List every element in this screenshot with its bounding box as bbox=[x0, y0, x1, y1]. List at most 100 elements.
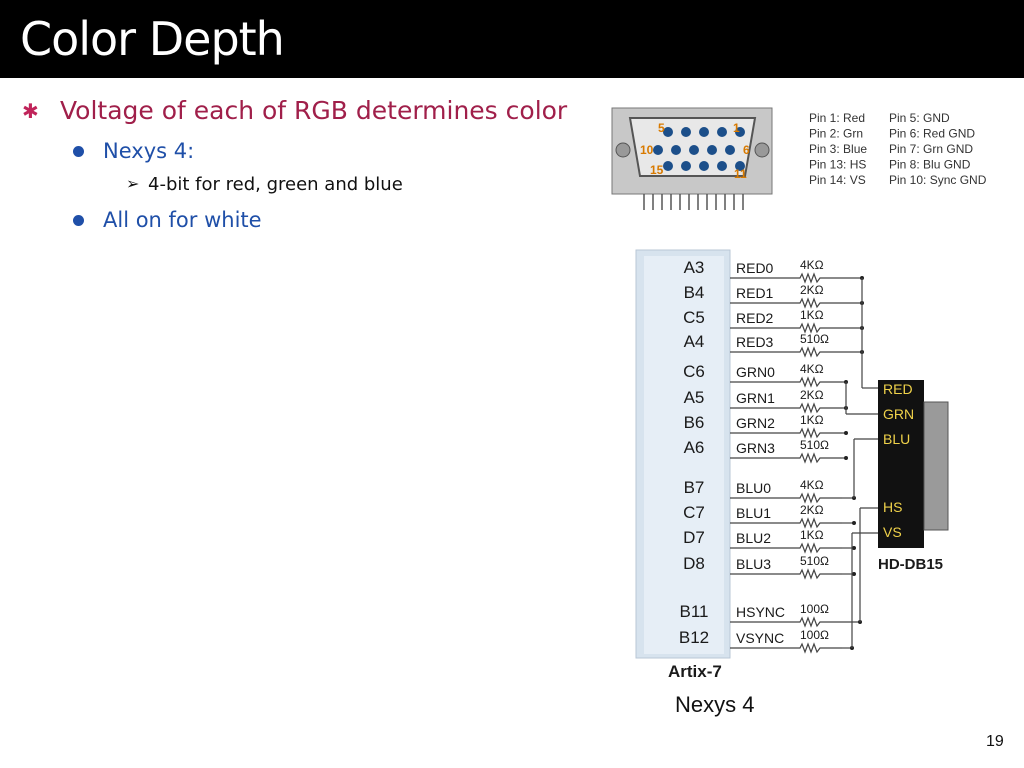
resistor-symbol bbox=[782, 542, 842, 554]
bullet-sub1-item: ➢ 4-bit for red, green and blue bbox=[126, 174, 466, 198]
fpga-pin-label: C7 bbox=[683, 503, 705, 522]
resistor-value: 510Ω bbox=[800, 554, 829, 568]
net-label: GRN3 bbox=[736, 440, 775, 456]
bullet-sub2-text: All on for white bbox=[103, 208, 262, 232]
net-label: GRN1 bbox=[736, 390, 775, 406]
figure-caption: Nexys 4 bbox=[675, 692, 755, 717]
net-label: HSYNC bbox=[736, 604, 785, 620]
db15-pin-label: BLU bbox=[883, 431, 910, 447]
title-bar bbox=[0, 0, 1024, 78]
bullet-sub1-text: Nexys 4: bbox=[103, 139, 195, 163]
pin-table-left-entry: Pin 13: HS bbox=[809, 158, 866, 172]
net-label: BLU3 bbox=[736, 556, 771, 572]
net-label: RED2 bbox=[736, 310, 774, 326]
pin-table-right-entry: Pin 7: Grn GND bbox=[889, 142, 973, 156]
resistor-symbol bbox=[782, 272, 842, 284]
pin-table-right-entry: Pin 6: Red GND bbox=[889, 127, 975, 141]
junction-dot bbox=[852, 521, 856, 525]
vga-pin bbox=[663, 161, 673, 171]
fpga-pin-label: D7 bbox=[683, 528, 705, 547]
fpga-pin-label: B6 bbox=[684, 413, 705, 432]
vga-pin bbox=[707, 145, 717, 155]
resistor-symbol bbox=[782, 642, 842, 654]
fpga-label: Artix-7 bbox=[668, 662, 722, 681]
junction-dot bbox=[852, 572, 856, 576]
resistor-symbol bbox=[782, 616, 842, 628]
slide-title: Color Depth bbox=[20, 12, 285, 66]
pin-table-left-entry: Pin 14: VS bbox=[809, 173, 866, 187]
resistor-value: 100Ω bbox=[800, 628, 829, 642]
bullet-sub1-item-text: 4-bit for red, green and blue bbox=[148, 174, 403, 195]
net-label: BLU1 bbox=[736, 505, 771, 521]
fpga-pin-label: D8 bbox=[683, 554, 705, 573]
db15-connector-block bbox=[878, 380, 924, 548]
resistor-value: 2KΩ bbox=[800, 388, 824, 402]
pin-grid bbox=[653, 127, 745, 171]
junction-dot bbox=[852, 546, 856, 550]
fpga-pin-label: C5 bbox=[683, 308, 705, 327]
vga-pin bbox=[717, 127, 727, 137]
net-label: GRN2 bbox=[736, 415, 775, 431]
net-label: GRN0 bbox=[736, 364, 775, 380]
connector-label: HD-DB15 bbox=[878, 556, 943, 573]
resistor-value: 510Ω bbox=[800, 332, 829, 346]
resistor-value: 4KΩ bbox=[800, 362, 824, 376]
junction-dot bbox=[844, 456, 848, 460]
resistor-symbol bbox=[782, 297, 842, 309]
fpga-pin-label: A3 bbox=[684, 258, 705, 277]
net-label: BLU0 bbox=[736, 480, 771, 496]
vga-pin bbox=[699, 127, 709, 137]
vga-pin bbox=[735, 127, 745, 137]
pin-table-left-entry: Pin 1: Red bbox=[809, 111, 865, 125]
resistor-symbol bbox=[782, 492, 842, 504]
resistor-symbol bbox=[782, 322, 842, 334]
asterisk-bullet-icon: ✱ bbox=[22, 99, 39, 123]
net-label: RED1 bbox=[736, 285, 774, 301]
resistor-value: 1KΩ bbox=[800, 413, 824, 427]
pin-number-10: 10 bbox=[640, 143, 654, 157]
fpga-pin-label: A4 bbox=[684, 332, 705, 351]
fpga-pin-label: B12 bbox=[679, 628, 709, 647]
pin-table-right-entry: Pin 10: Sync GND bbox=[889, 173, 987, 187]
vga-pin bbox=[653, 145, 663, 155]
resistor-symbol bbox=[782, 427, 842, 439]
resistor-value: 4KΩ bbox=[800, 478, 824, 492]
resistor-value: 510Ω bbox=[800, 438, 829, 452]
resistor-value: 1KΩ bbox=[800, 528, 824, 542]
db15-pin-label: RED bbox=[883, 381, 913, 397]
dot-bullet-icon bbox=[73, 215, 84, 226]
fpga-pin-label: C6 bbox=[683, 362, 705, 381]
pin-number-6: 6 bbox=[743, 143, 750, 157]
net-label: RED0 bbox=[736, 260, 774, 276]
fpga-pin-label: B4 bbox=[684, 283, 705, 302]
resistor-value: 100Ω bbox=[800, 602, 829, 616]
db15-pin-label: HS bbox=[883, 499, 902, 515]
resistor-value: 2KΩ bbox=[800, 283, 824, 297]
resistor-symbol bbox=[782, 452, 842, 464]
db15-pin-label: VS bbox=[883, 524, 902, 540]
vga-pin bbox=[663, 127, 673, 137]
pin-number-15: 15 bbox=[650, 163, 664, 177]
junction-dot bbox=[844, 431, 848, 435]
fpga-pin-label: B7 bbox=[684, 478, 705, 497]
net-label: RED3 bbox=[736, 334, 774, 350]
screw-right bbox=[754, 142, 770, 158]
resistor-symbol bbox=[782, 402, 842, 414]
bullet-sub1: Nexys 4: bbox=[73, 139, 373, 167]
resistor-symbol bbox=[782, 346, 842, 358]
dot-bullet-icon bbox=[73, 146, 84, 157]
bullet-main: ✱ Voltage of each of RGB determines colo… bbox=[22, 96, 582, 128]
pin-table-left-entry: Pin 3: Blue bbox=[809, 142, 867, 156]
pin-table-right-entry: Pin 8: Blu GND bbox=[889, 158, 971, 172]
net-label: VSYNC bbox=[736, 630, 784, 646]
pin-number-1: 1 bbox=[733, 121, 740, 135]
fpga-block-inner bbox=[644, 256, 724, 654]
fpga-pin-label: B11 bbox=[680, 602, 709, 621]
vga-pin bbox=[681, 161, 691, 171]
pin-number-11: 11 bbox=[734, 167, 747, 181]
resistor-symbol bbox=[782, 568, 842, 580]
